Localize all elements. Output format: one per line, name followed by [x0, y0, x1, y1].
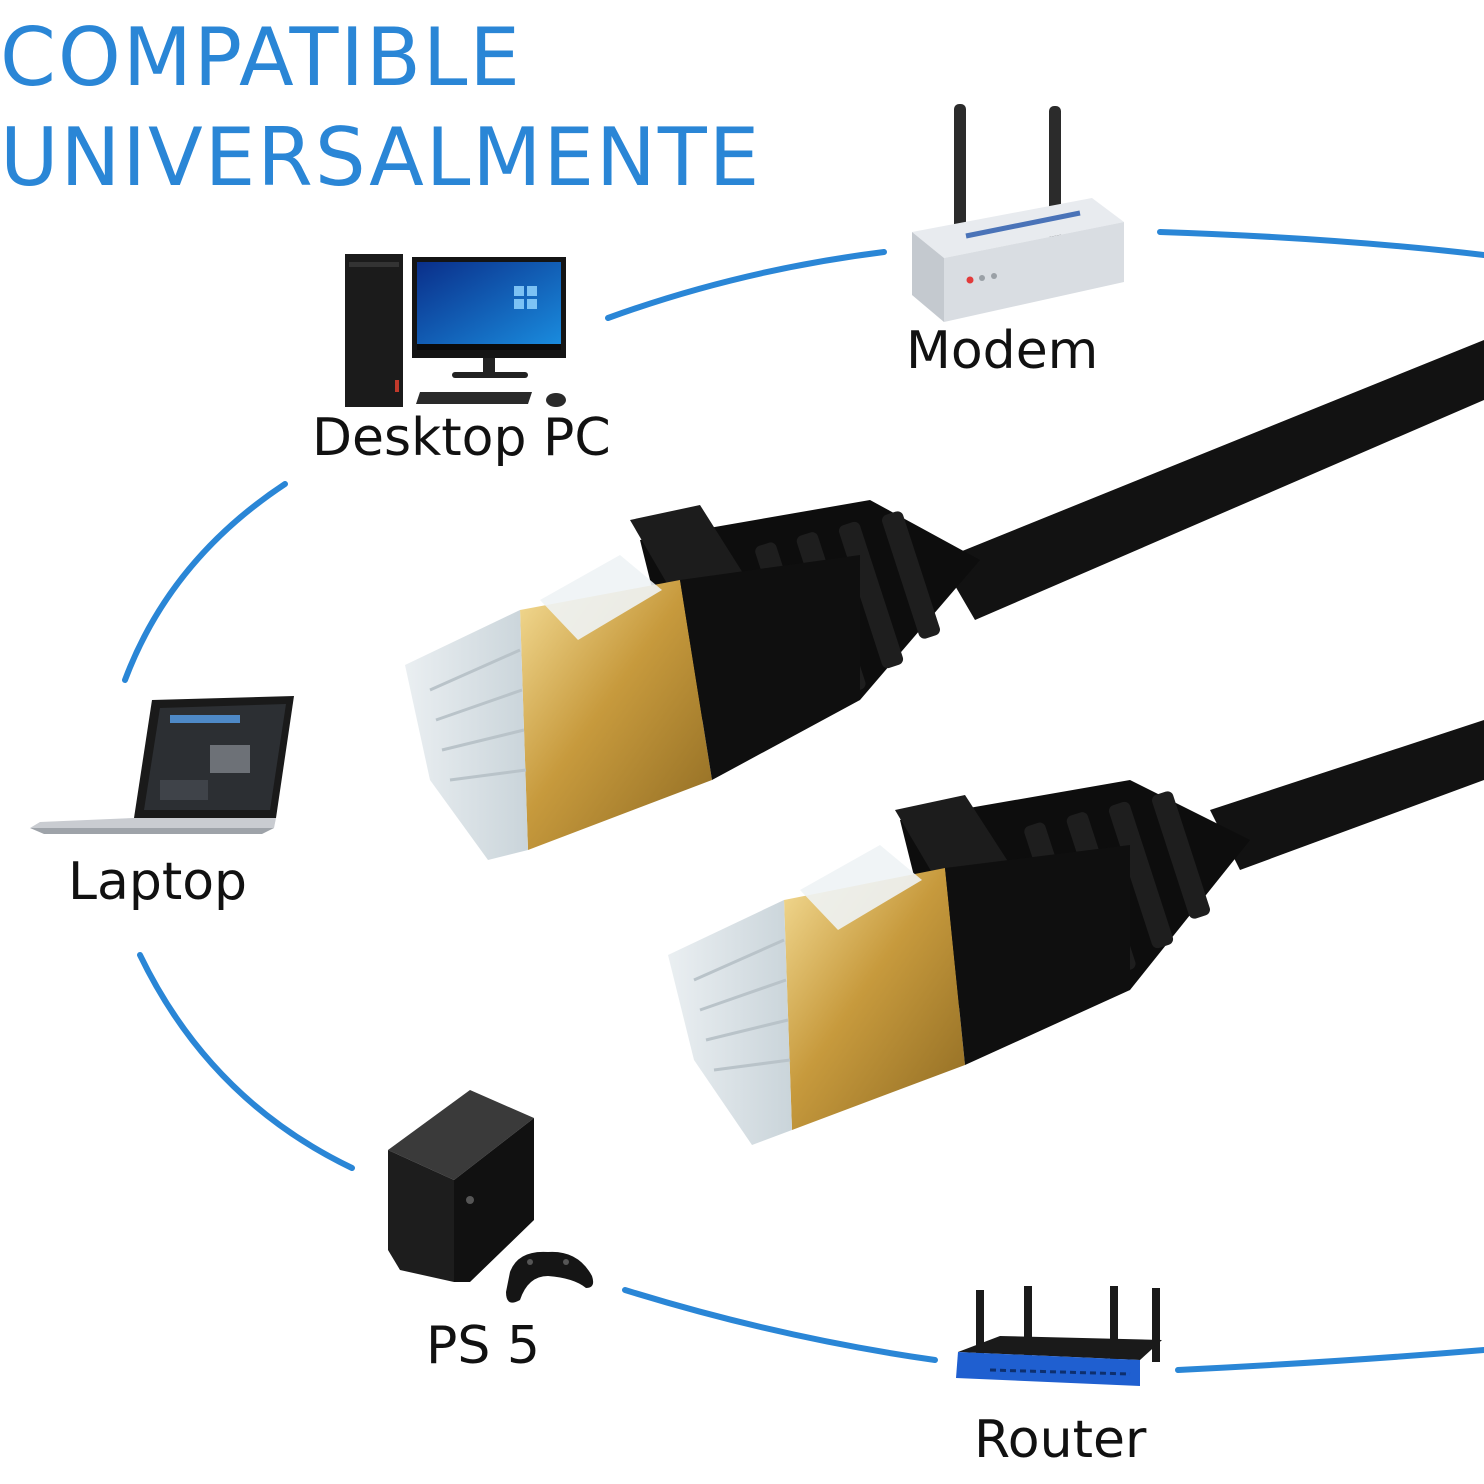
game-console-icon: [388, 1090, 594, 1303]
ring-segment-router-edge: [1175, 1347, 1484, 1373]
headline-line-2: UNIVERSALMENTE: [0, 111, 762, 204]
ps5-label: PS 5: [426, 1316, 540, 1376]
modem-label: Modem: [906, 321, 1099, 381]
wireless-router-icon: [956, 1286, 1162, 1386]
laptop-label: Laptop: [68, 852, 248, 912]
ring-segment-desktop-laptop: [122, 481, 288, 683]
desktop-pc-label: Desktop PC: [312, 408, 611, 468]
desktop-pc-icon: [345, 254, 566, 407]
laptop-icon: [30, 696, 294, 834]
ring-segment-laptop-ps5: [137, 952, 355, 1171]
ring-segment-desktop-modem: [605, 249, 887, 321]
ethernet-cable-upper: [405, 340, 1484, 860]
ethernet-cable-lower: [668, 720, 1484, 1145]
ring-segment-ps5-router: [622, 1287, 938, 1363]
router-label: Router: [974, 1410, 1147, 1470]
modem-icon: [912, 104, 1124, 322]
connection-ring: [122, 229, 1484, 1373]
headline-line-1: COMPATIBLE: [0, 11, 522, 104]
ring-segment-modem-edge: [1157, 229, 1484, 258]
